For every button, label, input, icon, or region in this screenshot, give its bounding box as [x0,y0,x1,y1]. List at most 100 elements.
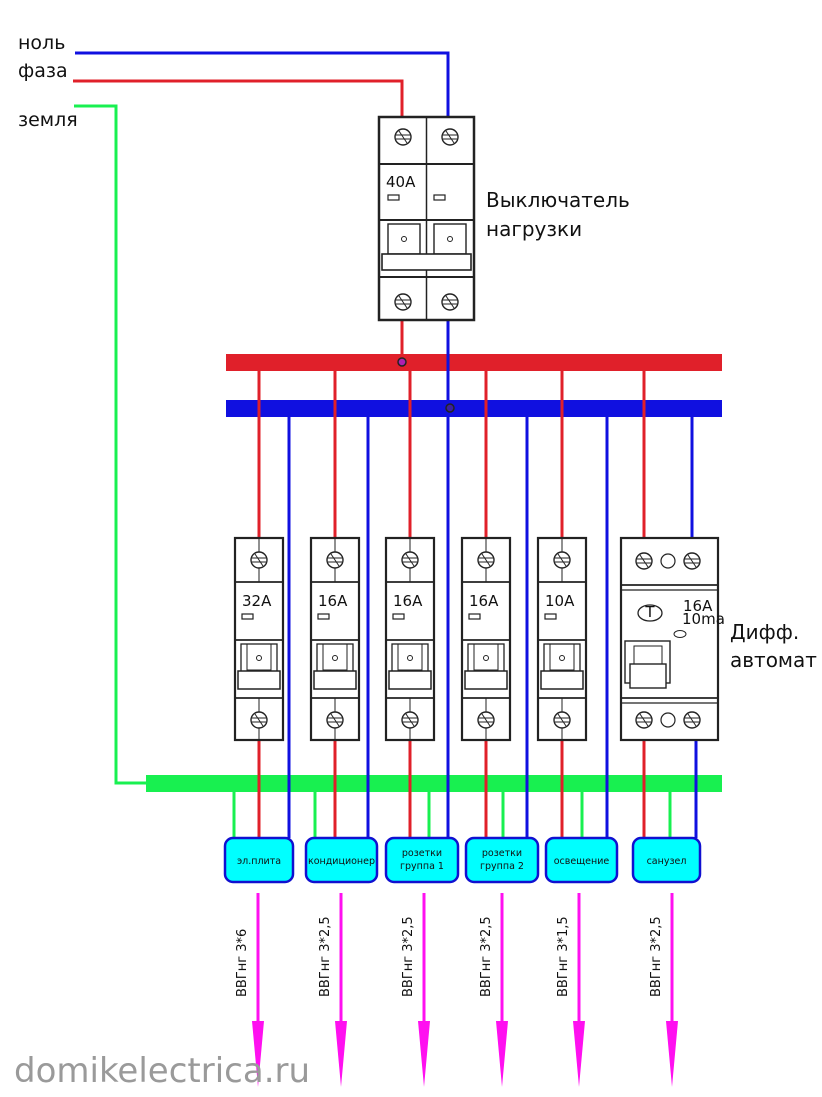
main-switch: 40A [377,115,476,322]
earth-busbar [146,775,722,792]
indicator [468,613,481,620]
arrow-down-icon [496,1021,508,1087]
load-box [631,836,702,884]
load-label: освещение [554,856,610,867]
circuit-1: 32A [233,536,285,742]
cable-arrow-3: ВВГнг 3*2,5 [401,893,430,1087]
load-label-line2: группа 1 [400,861,444,872]
toggle-bar [381,253,472,271]
load-label-line1: розетки [482,848,522,859]
rcbo-top-screw-icon [683,552,701,570]
rcbo-bottom-screw-icon [635,711,653,729]
main-switch-label-1: Выключатель [486,188,630,212]
toggle-bar [464,670,508,690]
mcb-bottom-screw-icon [401,711,419,729]
rcbo-top-screw-icon [635,552,653,570]
load-box [304,836,379,884]
mcb-bottom-screw-icon [250,711,268,729]
main-switch-bottom-screw-icon [441,293,459,311]
neutral-input-label: ноль [18,32,65,54]
indicator [392,613,405,620]
cable-arrow-2: ВВГнг 3*2,5 [318,893,347,1087]
cable-type-label: ВВГнг 3*2,5 [318,916,333,997]
load-box-4: розетки группа 2 [464,836,540,884]
neutral-busbar [226,400,722,417]
test-button-icon [637,604,663,622]
cable-arrow-4: ВВГнг 3*2,5 [479,893,508,1087]
toggle-lever-icon [387,223,421,255]
cable-type-label: ВВГнг 3*2,5 [401,916,416,997]
cable-type-label: ВВГнг 3*6 [235,929,250,997]
mcb-top-screw-icon [326,551,344,569]
earth-input-wire [74,104,150,785]
mcb-rating: 16A [469,592,499,610]
cable-arrow-1: ВВГнг 3*6 [235,893,264,1087]
arrow-down-icon [573,1021,585,1087]
cable-arrow-5: ВВГнг 3*1,5 [556,893,585,1087]
circuit-5: 10A [536,536,588,742]
main-switch-rating: 40A [386,173,416,191]
circuit-2: 16A [309,536,361,742]
load-label: санузел [647,856,687,867]
watermark: domikelectrica.ru [14,1051,310,1091]
main-switch-bottom-screw-icon [394,293,412,311]
load-box [544,836,619,884]
mcb-rating: 16A [393,592,423,610]
rcbo-label-1: Дифф. [730,620,799,644]
phase-busbar [226,354,722,371]
indicator [317,613,330,620]
cable-type-label: ВВГнг 3*2,5 [649,916,664,997]
mcb-top-screw-icon [477,551,495,569]
rcbo-bottom-screw-icon [683,711,701,729]
rcbo-label-2: автомат [730,648,817,672]
toggle-bar [540,670,584,690]
load-box-6: санузел [631,836,702,884]
indicator [387,194,400,201]
mcb-bottom-screw-icon [477,711,495,729]
load-label: кондиционер [308,856,375,867]
phase-input-wire [73,79,404,120]
mcb-rating: 16A [318,592,348,610]
toggle-bar [237,670,281,690]
rcbo-sensitivity: 10ma [682,610,725,628]
mcb-top-screw-icon [401,551,419,569]
load-label-line2: группа 2 [480,861,524,872]
load-box-5: освещение [544,836,619,884]
indicator [544,613,557,620]
load-box-3: розетки группа 1 [384,836,460,884]
toggle-lever-icon [433,223,467,255]
phase-input-label: фаза [18,60,68,82]
neutral-input-wire [75,51,450,120]
main-switch-label-2: нагрузки [486,217,582,241]
toggle-bar [388,670,432,690]
indicator [433,194,446,201]
arrow-down-icon [666,1021,678,1087]
mcb-rating: 10A [545,592,575,610]
arrow-down-icon [252,1021,264,1087]
circuit-3: 16A [384,536,436,742]
main-switch-top-screw-icon [394,128,412,146]
toggle-bar [313,670,357,690]
test-button-label: T [644,603,655,621]
neutral-busbar-joint [445,403,455,413]
labels-layer: ноль фаза земля Выключатель нагрузки Диф… [14,32,817,1091]
load-box-2: кондиционер [304,836,379,884]
load-box [384,836,460,884]
arrow-down-icon [335,1021,347,1087]
mcb-rating: 32A [242,592,272,610]
load-label-line1: розетки [402,848,442,859]
phase-busbar-joint [397,357,407,367]
mcb-bottom-screw-icon [553,711,571,729]
load-box-1: эл.плита [223,836,295,884]
cable-arrow-6: ВВГнг 3*2,5 [649,893,678,1087]
indicator [673,630,687,638]
toggle-bar [629,663,667,689]
cable-type-label: ВВГнг 3*2,5 [479,916,494,997]
main-switch-top-screw-icon [441,128,459,146]
rcbo-body [619,536,720,742]
wires-layer [73,51,722,838]
load-label: эл.плита [237,856,281,867]
